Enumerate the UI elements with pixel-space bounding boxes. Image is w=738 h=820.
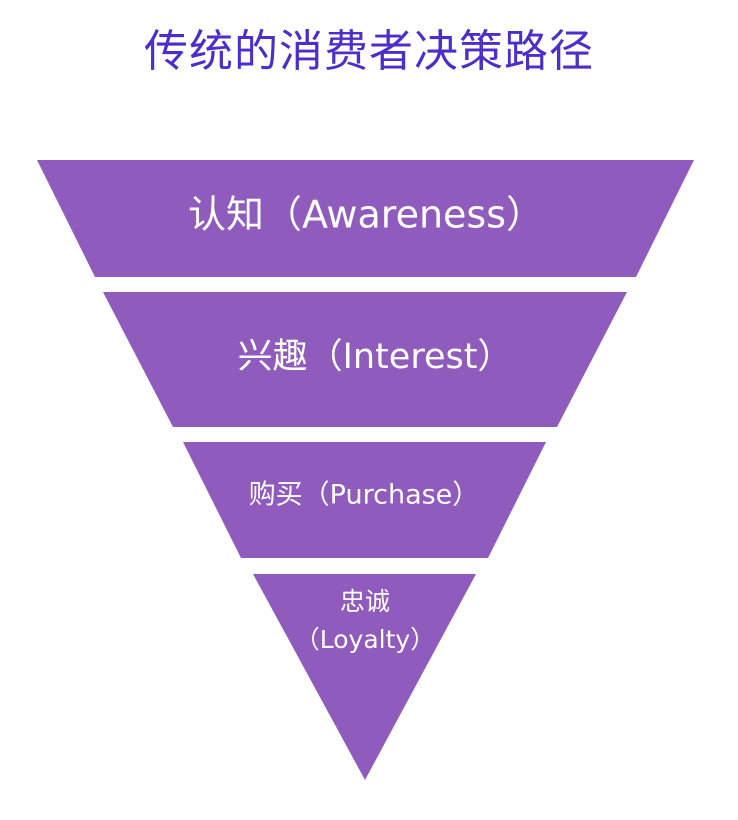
funnel-stage-awareness (37, 160, 694, 277)
funnel-stage-loyalty (253, 574, 476, 780)
funnel-stage-interest (103, 292, 627, 427)
stage-label-awareness: 认知（Awareness） (188, 193, 544, 237)
stage-label-interest: 兴趣（Interest） (238, 337, 513, 377)
funnel-stage-purchase (183, 442, 546, 558)
diagram-title: 传统的消费者决策路径 (144, 26, 594, 77)
stage-label-purchase: 购买（Purchase） (249, 480, 480, 511)
stage-label-loyalty-line1: 忠诚 (340, 587, 390, 616)
stage-label-loyalty-line2: （Loyalty） (295, 625, 435, 654)
